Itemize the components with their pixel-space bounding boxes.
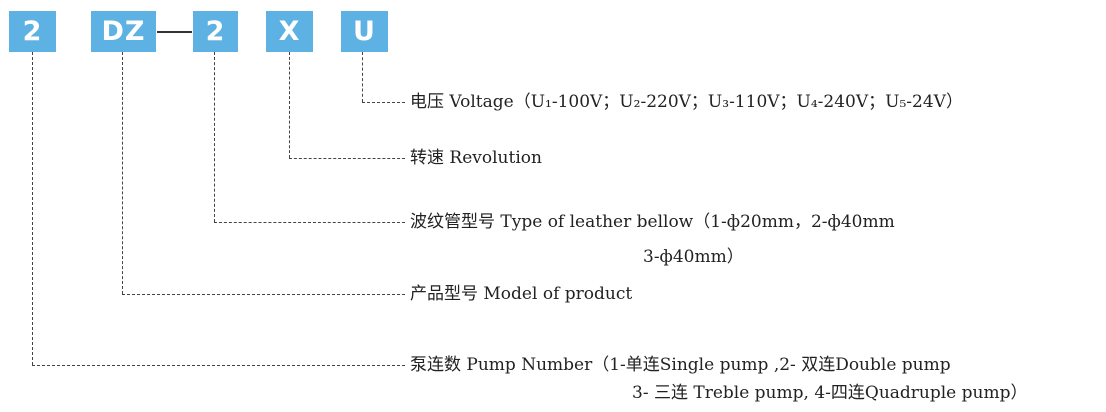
- separator-dash: [157, 31, 192, 33]
- connector-voltage-vertical: [362, 52, 363, 102]
- bellow-description-line2: 3-ф40mm）: [643, 247, 744, 267]
- connector-revolution-vertical: [289, 52, 290, 158]
- connector-pump-vertical: [32, 52, 33, 365]
- code-box-revolution: X: [266, 11, 313, 52]
- code-box-model: DZ: [91, 11, 156, 52]
- code-box-bellow: 2: [193, 11, 238, 52]
- connector-voltage-horizontal: [362, 102, 405, 103]
- bellow-description-line1: 波纹管型号 Type of leather bellow（1-ф20mm，2-ф…: [410, 212, 895, 232]
- code-box-voltage: U: [341, 11, 388, 52]
- pump-description-line1: 泵连数 Pump Number（1-单连Single pump ,2- 双连Do…: [410, 355, 951, 375]
- voltage-description: 电压 Voltage（U₁-100V；U₂-220V；U₃-110V；U₄-24…: [410, 92, 963, 112]
- connector-pump-horizontal: [32, 365, 405, 366]
- connector-model-vertical: [122, 52, 123, 294]
- connector-bellow-vertical: [214, 52, 215, 222]
- code-box-pump-number: 2: [9, 11, 56, 52]
- model-description: 产品型号 Model of product: [410, 284, 633, 304]
- pump-description-line2: 3- 三连 Treble pump, 4-四连Quadruple pump）: [632, 383, 1028, 403]
- connector-revolution-horizontal: [289, 158, 405, 159]
- connector-bellow-horizontal: [214, 222, 405, 223]
- revolution-description: 转速 Revolution: [410, 148, 542, 168]
- connector-model-horizontal: [122, 294, 405, 295]
